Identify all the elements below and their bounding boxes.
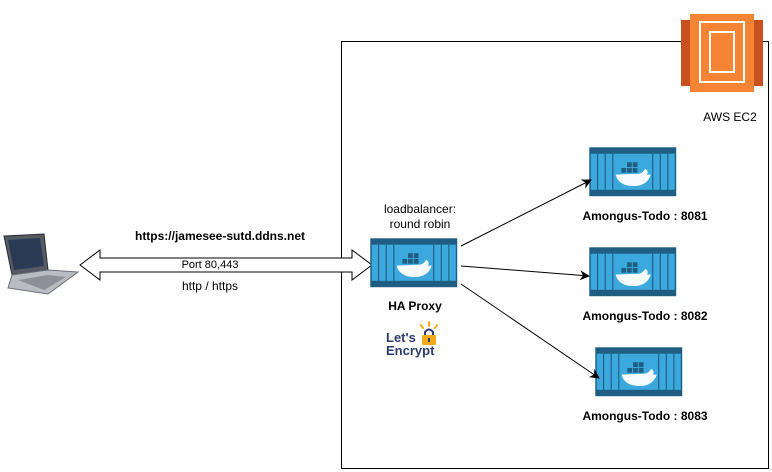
backend-container-icon <box>589 247 677 297</box>
backend-label-8083: Amongus-Todo : 8083 <box>582 409 708 423</box>
route-arrow-8082 <box>460 265 590 281</box>
haproxy-label: HA Proxy <box>388 299 442 313</box>
ec2-boundary <box>341 41 769 469</box>
haproxy-container-icon <box>370 238 458 288</box>
backend-container-icon <box>589 147 677 197</box>
letsencrypt-line1: Let's <box>386 330 416 345</box>
letsencrypt-logo: Let's Encrypt <box>386 331 446 357</box>
loadbalancer-annotation-line2: round robin <box>389 217 451 231</box>
client-url: https://jamesee-sutd.ddns.net <box>134 229 306 243</box>
letsencrypt-lock-icon <box>420 321 438 345</box>
route-arrow-8083 <box>460 283 600 379</box>
protocol-label: http / https <box>181 279 239 293</box>
route-arrow-8081 <box>460 179 592 247</box>
letsencrypt-line2: Encrypt <box>386 343 435 358</box>
backend-label-8082: Amongus-Todo : 8082 <box>582 309 708 323</box>
aws-ec2-label: AWS EC2 <box>703 110 757 124</box>
loadbalancer-annotation-line1: loadbalancer: <box>383 202 457 216</box>
backend-container-icon <box>595 347 683 397</box>
port-label: Port 80,443 <box>181 259 239 271</box>
backend-label-8081: Amongus-Todo : 8081 <box>582 209 708 223</box>
aws-ec2-icon <box>681 14 763 92</box>
loadbalancer-annotation: loadbalancer: round robin <box>370 202 470 232</box>
laptop-icon <box>3 233 80 295</box>
